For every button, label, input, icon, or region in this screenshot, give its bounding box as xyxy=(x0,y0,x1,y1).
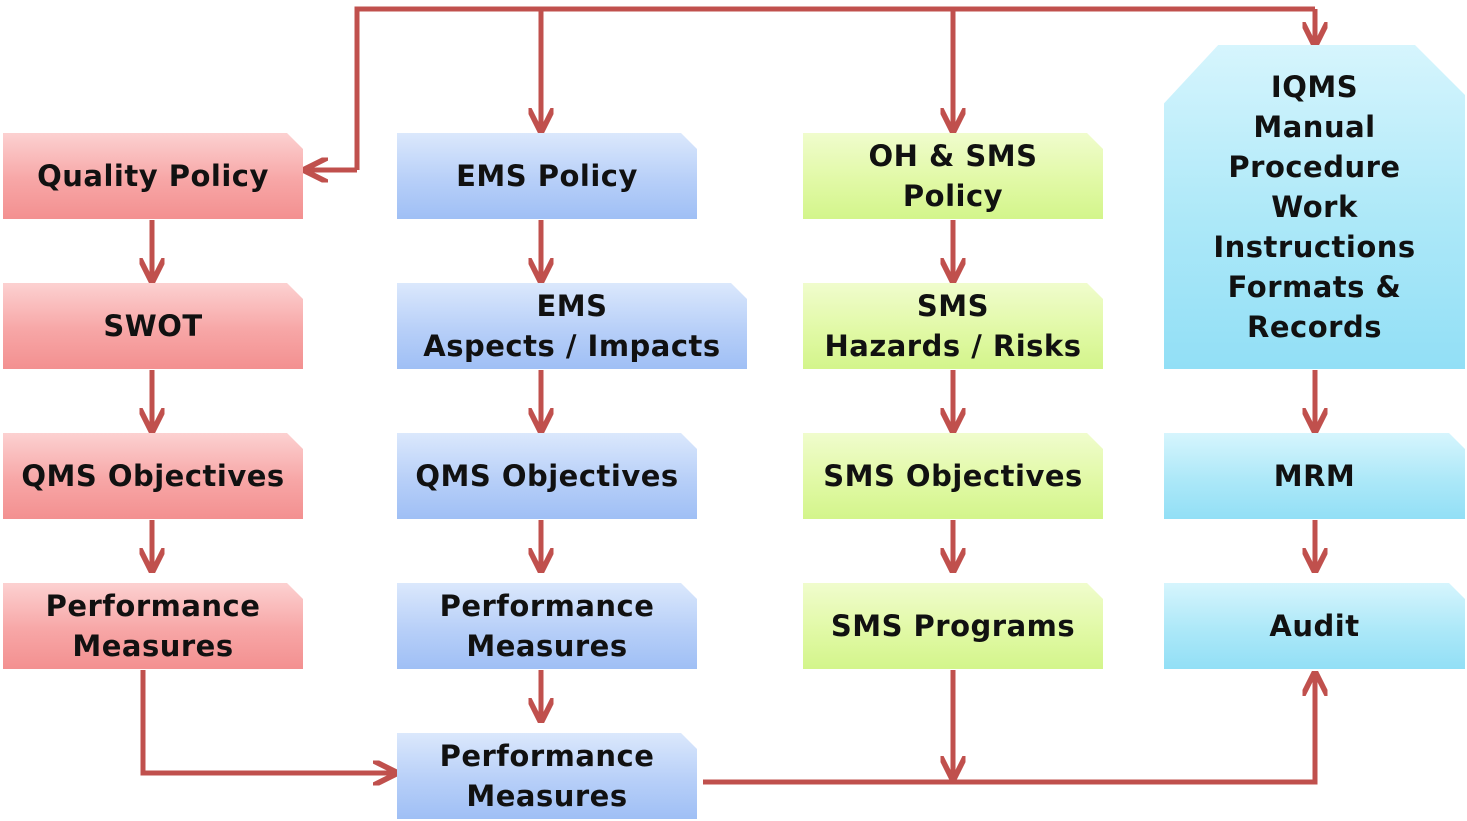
ems-aspects-box: EMS Aspects / Impacts xyxy=(397,283,747,369)
ems-objectives-label: QMS Objectives xyxy=(415,459,679,493)
sms-objectives-box: SMS Objectives xyxy=(803,433,1103,519)
ems-policy-label: EMS Policy xyxy=(456,159,638,193)
mrm-label: MRM xyxy=(1273,459,1356,493)
ems-performance-measures-label: Performance Measures xyxy=(439,589,655,663)
arrow-final-measures-to-audit xyxy=(703,676,1315,785)
audit-box: Audit xyxy=(1164,583,1465,669)
iqms-documents-box: IQMS Manual Procedure Work Instructions … xyxy=(1164,45,1465,369)
swot-label: SWOT xyxy=(103,309,203,343)
quality-policy-label: Quality Policy xyxy=(37,159,269,193)
arrow-quality-measures-to-final xyxy=(140,670,393,773)
final-performance-measures-box: Performance Measures xyxy=(397,733,697,819)
qms-objectives-box: QMS Objectives xyxy=(3,433,303,519)
ems-objectives-box: QMS Objectives xyxy=(397,433,697,519)
quality-performance-measures-label: Performance Measures xyxy=(45,589,261,663)
sms-programs-label: SMS Programs xyxy=(830,609,1076,643)
ohsms-policy-box: OH & SMS Policy xyxy=(803,133,1103,219)
sms-objectives-label: SMS Objectives xyxy=(823,459,1083,493)
ohsms-policy-label: OH & SMS Policy xyxy=(868,139,1038,213)
audit-label: Audit xyxy=(1269,609,1360,643)
qms-objectives-label: QMS Objectives xyxy=(21,459,285,493)
mrm-box: MRM xyxy=(1164,433,1465,519)
sms-programs-box: SMS Programs xyxy=(803,583,1103,669)
sms-hazards-box: SMS Hazards / Risks xyxy=(803,283,1103,369)
ems-aspects-label: EMS Aspects / Impacts xyxy=(423,289,721,363)
sms-hazards-label: SMS Hazards / Risks xyxy=(824,289,1082,363)
iqms-documents-label: IQMS Manual Procedure Work Instructions … xyxy=(1213,70,1416,344)
ems-policy-box: EMS Policy xyxy=(397,133,697,219)
ems-performance-measures-box: Performance Measures xyxy=(397,583,697,669)
quality-policy-box: Quality Policy xyxy=(3,133,303,219)
swot-box: SWOT xyxy=(3,283,303,369)
quality-performance-measures-box: Performance Measures xyxy=(3,583,303,669)
top-bus-line xyxy=(354,6,1315,170)
final-performance-measures-label: Performance Measures xyxy=(439,739,655,813)
